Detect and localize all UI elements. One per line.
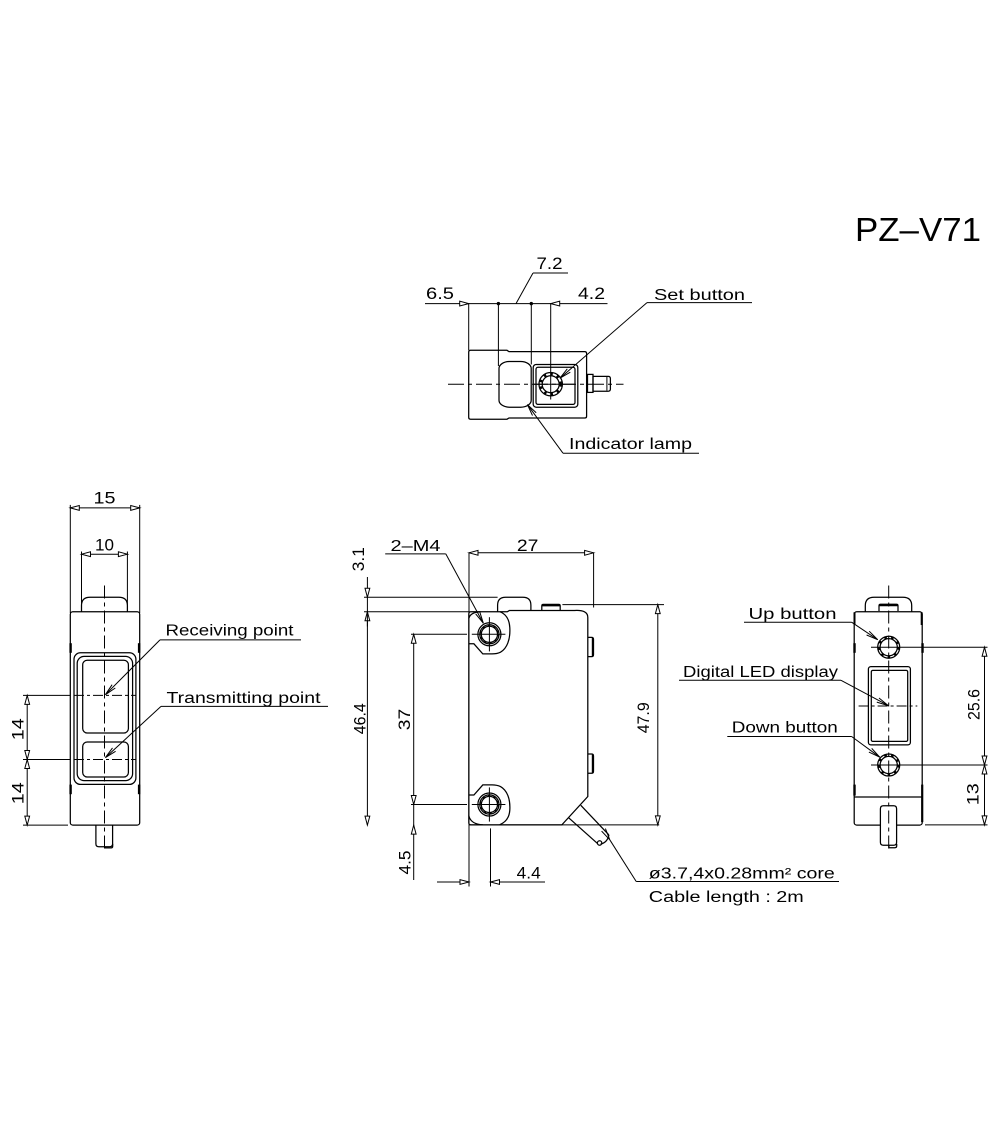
svg-text:4.2: 4.2 [578,284,605,303]
svg-text:46.4: 46.4 [351,703,370,734]
svg-text:Indicator lamp: Indicator lamp [569,436,692,453]
svg-text:25.6: 25.6 [964,689,983,720]
svg-text:13: 13 [964,783,983,805]
svg-text:PZ–V71: PZ–V71 [855,211,981,248]
svg-text:14: 14 [8,782,27,804]
svg-text:7.2: 7.2 [537,254,563,273]
svg-text:Digital LED display: Digital LED display [683,664,838,681]
svg-text:4.5: 4.5 [395,851,414,875]
svg-text:14: 14 [8,718,27,740]
svg-text:15: 15 [94,489,116,508]
svg-text:3.1: 3.1 [349,547,368,571]
svg-text:10: 10 [95,536,114,555]
svg-text:37: 37 [395,709,414,731]
svg-text:2–M4: 2–M4 [391,538,441,555]
svg-text:Down button: Down button [732,720,838,737]
svg-text:Receiving point: Receiving point [166,623,295,640]
svg-text:4.4: 4.4 [517,864,541,883]
svg-text:6.5: 6.5 [426,284,454,303]
svg-text:Cable length : 2m: Cable length : 2m [649,889,804,906]
svg-text:Set button: Set button [654,287,745,304]
svg-text:27: 27 [517,536,539,555]
svg-text:Transmitting point: Transmitting point [167,690,322,707]
svg-text:47.9: 47.9 [634,702,653,733]
svg-text:ø3.7,4x0.28mm² core: ø3.7,4x0.28mm² core [649,866,835,883]
svg-text:Up button: Up button [749,606,837,623]
